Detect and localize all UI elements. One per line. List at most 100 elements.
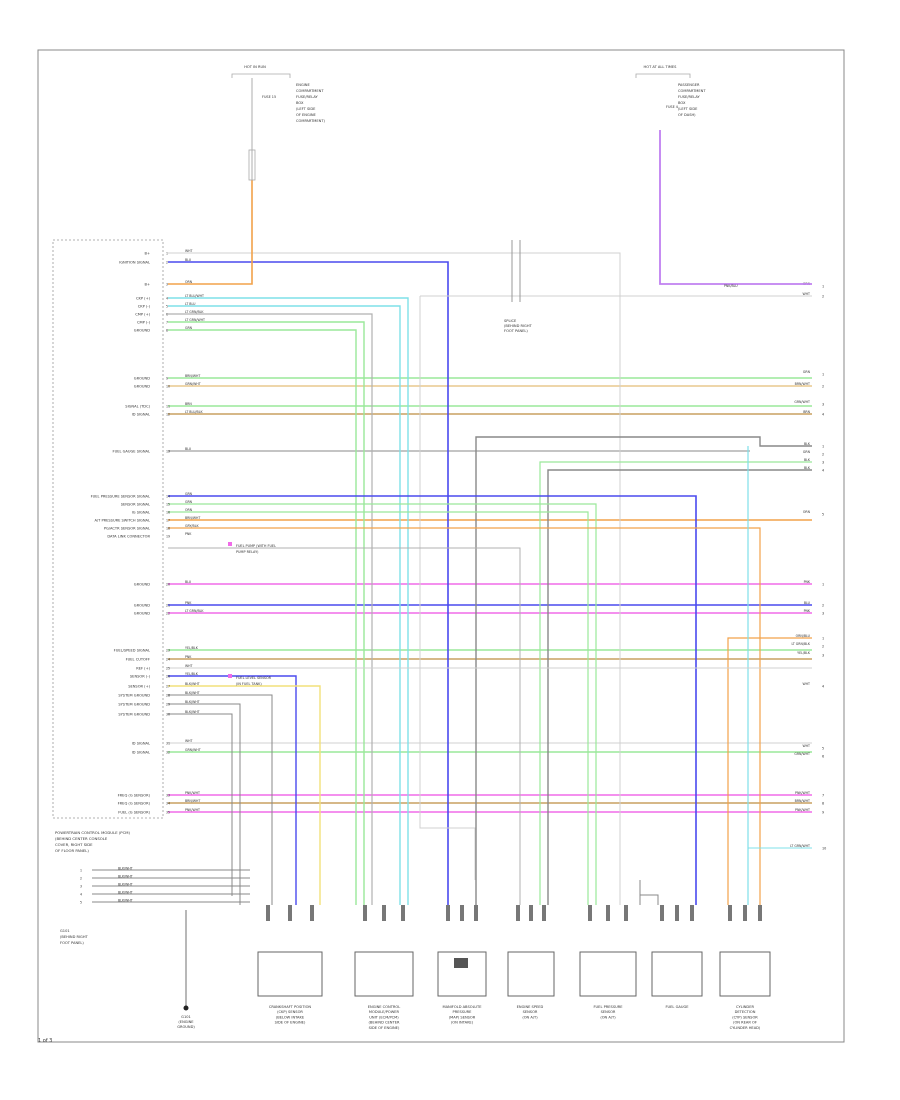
pcm-pin-number: 9 — [166, 377, 168, 381]
component-body — [257, 951, 323, 997]
components-layer: CRANKSHAFT POSITION(CKP) SENSOR(BELOW IN… — [257, 905, 771, 1030]
pcm-pin-number: 19 — [166, 535, 170, 539]
pcm-pin-label: FREQ (G SENSOR) — [118, 802, 151, 806]
pcm-pin-label: B+ — [145, 283, 150, 287]
component-body — [651, 951, 703, 997]
fuse-block-text: FUSE/RELAY — [678, 95, 700, 99]
pcm-title-line: OF FLOOR PANEL) — [55, 848, 89, 853]
pcm-wire-color-label: WHT — [185, 739, 193, 743]
pcm-title-line: COVER, RIGHT SIDE — [55, 842, 93, 847]
right-pin-number: 2 — [822, 385, 824, 389]
pcm-wire-color-label: BLK/WHT — [185, 700, 200, 704]
right-wire-label: PNK/WHT — [795, 808, 810, 812]
component-label: (ON REAR OF — [733, 1021, 757, 1025]
pcm-pin-number: 17 — [166, 519, 170, 523]
ground-terminal-label: G101 — [181, 1015, 191, 1019]
fuel-level-callout: (IN FUEL TANK) — [236, 682, 262, 686]
pcm-pin-number: 6 — [166, 313, 168, 317]
right-pin-number: 2 — [822, 645, 824, 649]
blk-wire — [475, 436, 812, 905]
right-wire-label: GRN/WHT — [794, 400, 810, 404]
pcm-wire-color-label: GRN — [185, 492, 193, 496]
fuse-block-text: FUSE/RELAY — [296, 95, 318, 99]
pcm-pin-number: 2 — [166, 261, 168, 265]
pcm-pin-number: 25 — [166, 667, 170, 671]
pcm-pin-number: 31 — [166, 742, 170, 746]
connector-pin — [266, 905, 270, 921]
cmp-wire — [168, 329, 357, 905]
pcm-pin-label: ID SIGNAL — [132, 742, 150, 746]
pcm-wire-color-label: BRN — [185, 402, 192, 406]
right-wire-label: BLU — [804, 601, 811, 605]
pcm-pin-label: FUEL CUTOFF — [126, 658, 150, 662]
connector-pin — [588, 905, 592, 921]
ground-block-label: FOOT PANEL) — [60, 941, 84, 945]
pcm-pin-label: FUEL PRESSURE SENSOR SIGNAL — [91, 495, 150, 499]
pcm-wire-color-label: GRN — [185, 326, 193, 330]
right-wire-label: GRN/WHT — [794, 752, 810, 756]
right-wire-label: BRN/WHT — [795, 799, 810, 803]
right-pin-number: 5 — [822, 747, 824, 751]
pcm-pin-label: SYSTEM GROUND — [118, 694, 150, 698]
pcm-pin-label: FUEL (G SENSOR) — [118, 811, 150, 815]
cyp-wire — [727, 637, 812, 905]
pcm-pin-number: 12 — [166, 413, 170, 417]
pcm-pin-number: 30 — [166, 713, 170, 717]
pcm-wire-color-label: BLK/WHT — [185, 682, 200, 686]
component-label: (BEHIND CENTER — [369, 1021, 400, 1025]
right-pin-number: 3 — [822, 403, 824, 407]
pcm-pin-number: 33 — [166, 794, 170, 798]
right-wire-label: BRN/WHT — [795, 382, 810, 386]
pcm-pin-number: 15 — [166, 503, 170, 507]
component-label: (CYP) SENSOR — [732, 1015, 758, 1019]
fuse-block-text: ENGINE — [296, 83, 310, 87]
pcm-wire-color-label: GRN — [185, 500, 193, 504]
ground-wire — [168, 694, 273, 905]
right-pin-number: 6 — [822, 755, 824, 759]
pcm-wire-color-label: BRN/WHT — [185, 516, 200, 520]
ground-terminal — [183, 1005, 189, 1011]
ig-signal-wire — [168, 527, 761, 905]
pcm-pin-label: FUEL/SPEED SIGNAL — [114, 649, 150, 653]
pcm-wire-color-label: GRY/BLK — [185, 524, 199, 528]
connector-pin — [690, 905, 694, 921]
pcm-pin-number: 13 — [166, 450, 170, 454]
fuse-block-text: COMPARTMENT) — [296, 119, 326, 123]
connector-pin — [382, 905, 386, 921]
right-wire-label: BLK — [804, 458, 811, 462]
ground-terminal-label: (ENGINE — [178, 1020, 194, 1024]
pcm-pin-label: GROUND — [134, 583, 150, 587]
right-pin-number: 4 — [822, 413, 824, 417]
pcm-pin-number: 21 — [166, 604, 170, 608]
pcm-wire-color-label: PNK — [185, 532, 192, 536]
fuse-block-text: BOX — [296, 101, 304, 105]
component-label: (BELOW INTAKE — [276, 1015, 305, 1019]
pcm-pin-number: 18 — [166, 527, 170, 531]
pcm-pin-label: PG/ACTR SENSOR SIGNAL — [104, 527, 150, 531]
pcm-wire-color-label: PNK/WHT — [185, 808, 200, 812]
component-body — [437, 951, 487, 997]
pcm-wire-color-label: GRN/WHT — [185, 748, 201, 752]
right-wire-label: BRN — [803, 410, 810, 414]
pcm-wire-color-label: LT GRN/BLK — [185, 609, 204, 613]
right-pin-number: 3 — [822, 461, 824, 465]
pcm-wire-color-label: WHT — [185, 249, 193, 253]
component-label: CYLINDER — [736, 1005, 754, 1009]
component-label: (ON INTAKE) — [451, 1021, 474, 1025]
right-connector-layer: ORN1WHT2GRN1BRN/WHT2GRN/WHT3BRN4BLK1GRN2… — [790, 282, 826, 851]
component-label: PRESSURE — [453, 1010, 473, 1014]
b-plus-wire — [659, 130, 812, 285]
pcm-pin-number: 8 — [166, 329, 168, 333]
pcm-pin-label: SENSOR (+) — [128, 685, 150, 689]
right-wire-label: YEL/BLK — [797, 651, 811, 655]
pcm-pin-label: SYSTEM GROUND — [118, 703, 150, 707]
pcm-wire-color-label: BLU — [185, 447, 192, 451]
pcm-pin-number: 35 — [166, 811, 170, 815]
pcm-wire-color-label: LT BLU/BLK — [185, 410, 203, 414]
component-label: (MAP) SENSOR — [449, 1015, 476, 1019]
component-label: SENSOR — [523, 1010, 538, 1014]
pcm-wire-color-label: BRN/WHT — [185, 799, 200, 803]
component-label: CRANKSHAFT POSITION — [269, 1005, 312, 1009]
pcm-pin-label: CMP (+) — [135, 313, 150, 317]
connector-pin — [363, 905, 367, 921]
